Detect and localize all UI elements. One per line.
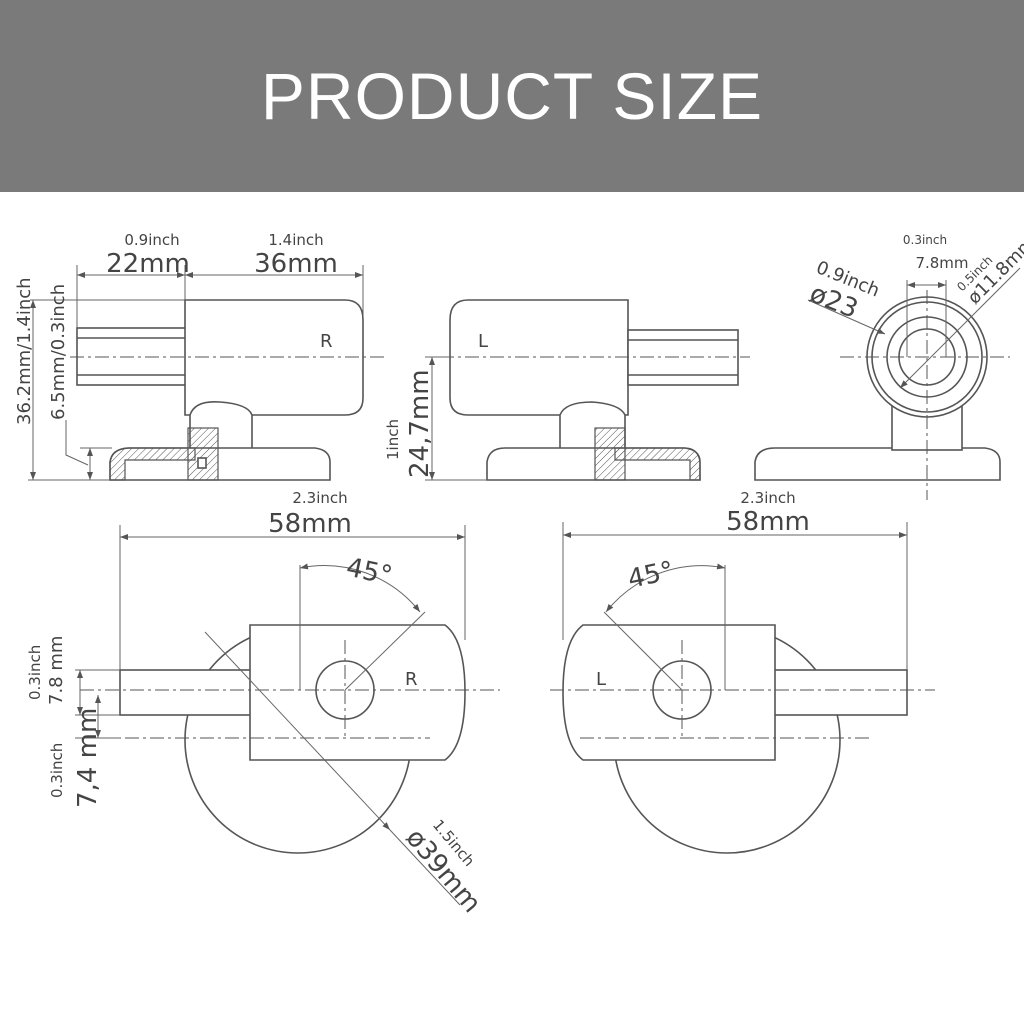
dim-width-a-inch: 0.9inch xyxy=(124,231,179,249)
dim-width-mm: 58mm xyxy=(726,507,810,537)
angle-label: 45° xyxy=(344,553,395,592)
side-label-l: L xyxy=(596,669,606,690)
dim-width-inch: 2.3inch xyxy=(292,489,347,507)
dim-offset-inch: 0.3inch xyxy=(48,743,66,798)
dim-base-height: 6.5mm/0.3inch xyxy=(48,284,69,420)
dim-height-inch: 1inch xyxy=(384,419,402,460)
top-middle-side-view: L 1inch 24,7mm xyxy=(384,299,750,481)
side-label-r: R xyxy=(320,331,333,352)
dim-width-mm: 58mm xyxy=(268,509,352,539)
angle-label: 45° xyxy=(625,556,676,595)
page-title: PRODUCT SIZE xyxy=(260,59,764,133)
dim-shaft-mm: 7.8 mm xyxy=(46,636,67,705)
dim-inner-width-mm: 7.8mm xyxy=(915,254,968,272)
header-banner: PRODUCT SIZE xyxy=(0,0,1024,192)
bottom-left-top-view: 2.3inch 58mm 45° R 0.3inch 7.8 mm 0.3inc… xyxy=(26,489,500,919)
dim-width-inch: 2.3inch xyxy=(740,489,795,507)
top-right-front-view: 0.3inch 7.8mm 0.9inch ø23 0.5inch ø11.8m… xyxy=(754,233,1024,500)
top-left-side-view: 0.9inch 22mm 1.4inch 36mm R 36.2mm/1.4in… xyxy=(14,231,385,481)
dim-width-a-mm: 22mm xyxy=(106,249,190,279)
dim-width-b-mm: 36mm xyxy=(254,249,338,279)
dim-width-b-inch: 1.4inch xyxy=(268,231,323,249)
dim-height-mm: 24,7mm xyxy=(405,369,435,478)
dim-offset-mm: 7,4 mm xyxy=(73,708,103,808)
dim-shaft-inch: 0.3inch xyxy=(26,645,44,700)
side-label-r: R xyxy=(405,669,418,690)
side-label-l: L xyxy=(478,331,488,352)
bottom-right-top-view: 2.3inch 58mm 45° L xyxy=(550,489,935,854)
dim-inner-width-inch: 0.3inch xyxy=(903,233,947,247)
dim-total-height: 36.2mm/1.4inch xyxy=(14,277,35,425)
